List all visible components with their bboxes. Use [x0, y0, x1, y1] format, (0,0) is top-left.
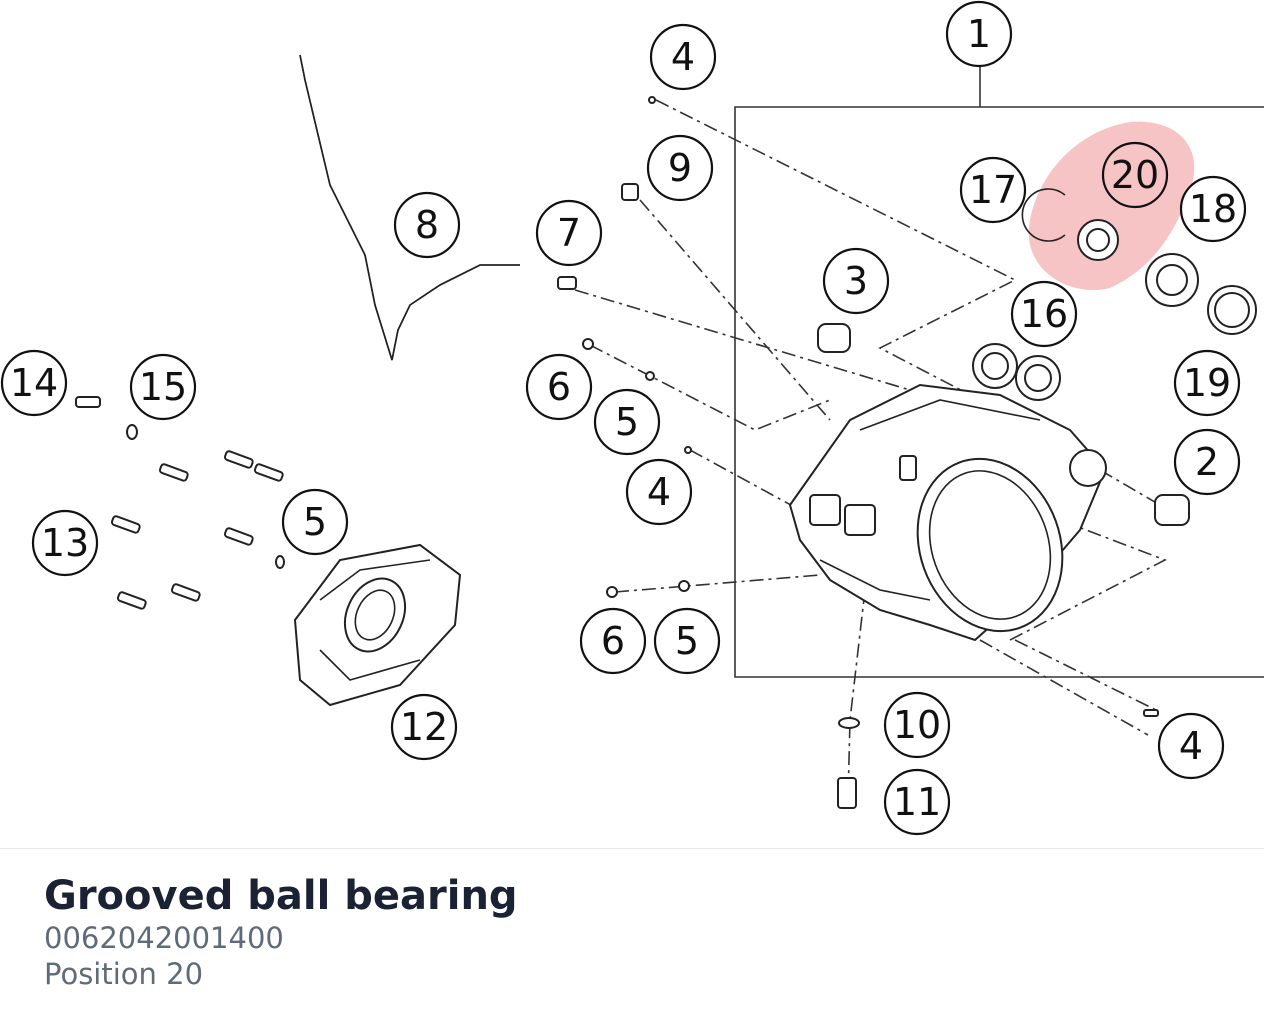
part-position: Position 20: [44, 957, 204, 991]
callout-label: 9: [668, 146, 692, 190]
divider: [0, 848, 1264, 849]
callout-label: 3: [844, 259, 868, 303]
callout-16[interactable]: 16: [1010, 280, 1078, 348]
cover-part: [293, 543, 462, 707]
callout-12[interactable]: 12: [390, 693, 458, 761]
callout-label: 10: [893, 703, 941, 747]
callout-5[interactable]: 5: [281, 488, 349, 556]
callout-label: 5: [303, 500, 327, 544]
assembly-bracket: [734, 106, 1264, 678]
callout-label: 16: [1020, 292, 1068, 336]
callout-label: 4: [671, 35, 695, 79]
callout-10[interactable]: 10: [883, 691, 951, 759]
callout-label: 11: [893, 780, 941, 824]
bolts: [75, 396, 285, 610]
callout-label: 1: [967, 12, 991, 56]
callout-label: 5: [675, 619, 699, 663]
callout-label: 15: [139, 365, 187, 409]
callout-label: 20: [1111, 153, 1159, 197]
callout-18[interactable]: 18: [1179, 175, 1247, 243]
callout-6[interactable]: 6: [579, 607, 647, 675]
callout-3[interactable]: 3: [822, 247, 890, 315]
callout-label: 7: [557, 211, 581, 255]
callout-6[interactable]: 6: [525, 353, 593, 421]
exploded-parts-diagram: 1 4 9 17 20 18 8 7 3 16 14 15 6 5 19 2 4…: [0, 0, 1264, 836]
callout-4[interactable]: 4: [1157, 712, 1225, 780]
callout-4[interactable]: 4: [625, 458, 693, 526]
callout-13[interactable]: 13: [31, 509, 99, 577]
callout-label: 2: [1195, 440, 1219, 484]
callout-label: 12: [400, 705, 448, 749]
callout-label: 19: [1183, 361, 1231, 405]
part-number: 0062042001400: [44, 921, 284, 955]
callout-label: 13: [41, 521, 89, 565]
callout-label: 8: [415, 203, 439, 247]
callout-7[interactable]: 7: [535, 199, 603, 267]
callout-5[interactable]: 5: [653, 607, 721, 675]
callout-2[interactable]: 2: [1173, 428, 1241, 496]
selected-part-highlight: [1028, 121, 1195, 291]
callout-17[interactable]: 17: [959, 156, 1027, 224]
callout-9[interactable]: 9: [646, 134, 714, 202]
part-info-panel: Grooved ball bearing 0062042001400 Posit…: [44, 872, 518, 992]
callout-4[interactable]: 4: [649, 23, 717, 91]
callout-label: 6: [601, 619, 625, 663]
callout-20-selected[interactable]: 20: [1101, 141, 1169, 209]
callout-14[interactable]: 14: [0, 349, 68, 417]
bearings-and-bushings: [817, 188, 1257, 526]
small-fittings: [557, 96, 1159, 809]
callout-8[interactable]: 8: [393, 191, 461, 259]
leader-lines: [574, 99, 1167, 801]
callout-11[interactable]: 11: [883, 768, 951, 836]
callout-1[interactable]: 1: [945, 0, 1013, 68]
callout-label: 18: [1189, 187, 1237, 231]
callout-19[interactable]: 19: [1173, 349, 1241, 417]
callout-label: 14: [10, 361, 58, 405]
callout-label: 4: [1179, 724, 1203, 768]
callout-label: 4: [647, 470, 671, 514]
callout-label: 5: [615, 400, 639, 444]
callout-label: 6: [547, 365, 571, 409]
clutch-cover-housing: [788, 383, 1107, 642]
callout-5[interactable]: 5: [593, 388, 661, 456]
part-name: Grooved ball bearing: [44, 873, 518, 919]
callout-label: 17: [969, 168, 1017, 212]
callout-15[interactable]: 15: [129, 353, 197, 421]
